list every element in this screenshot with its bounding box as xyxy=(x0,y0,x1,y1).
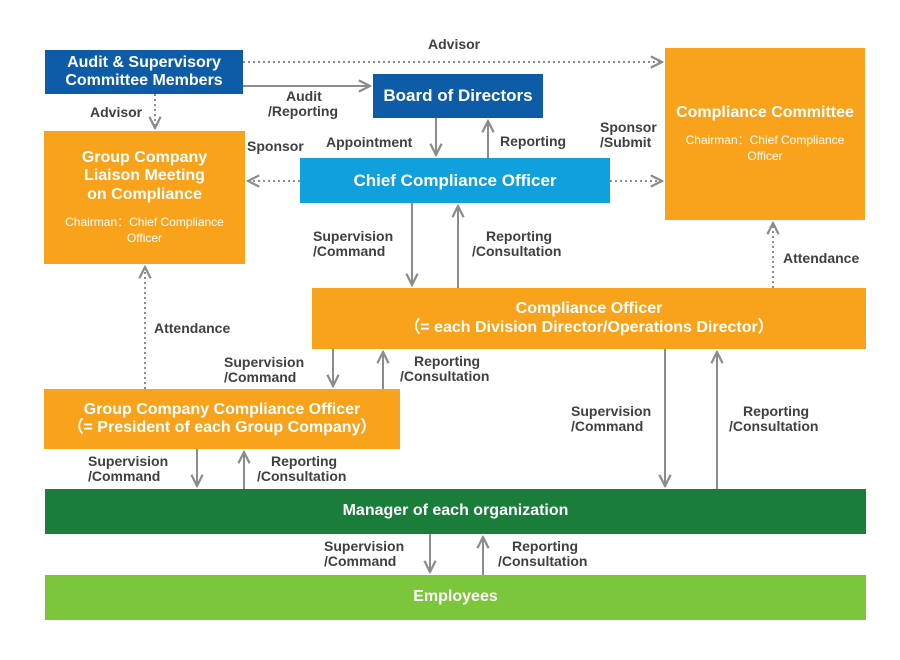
liaison-chairman-note: Chairman：Chief Compliance Officer xyxy=(65,214,224,246)
label-text: /Consultation xyxy=(400,368,490,384)
label-text: /Submit xyxy=(600,134,652,150)
label-supervision-mgr-employees: Supervision /Command xyxy=(324,539,404,569)
group-company-compliance-officer-box: Group Company Compliance Officer （= Pres… xyxy=(44,389,400,449)
label-text: /Command xyxy=(324,553,397,569)
label-text: Reporting xyxy=(486,228,553,244)
manager-title: Manager of each organization xyxy=(342,502,569,520)
gcco-title-line-1: Group Company Compliance Officer xyxy=(83,400,361,418)
label-appointment: Appointment xyxy=(326,135,412,150)
label-advisor-left: Advisor xyxy=(90,105,142,120)
label-text: /Consultation xyxy=(472,243,562,259)
committee-chairman-note: Chairman：Chief Compliance Officer xyxy=(686,132,845,164)
label-advisor-top: Advisor xyxy=(428,37,480,52)
manager-box: Manager of each organization xyxy=(45,489,866,534)
board-title: Board of Directors xyxy=(383,86,533,106)
label-audit-reporting: Audit /Reporting xyxy=(268,89,338,119)
label-text: /Command xyxy=(571,418,644,434)
label-text: Sponsor xyxy=(600,119,657,135)
label-text: Reporting xyxy=(512,538,579,554)
label-supervision-gcco-mgr: Supervision /Command xyxy=(88,454,168,484)
committee-chairman-line-1: Chairman：Chief Compliance xyxy=(685,133,845,147)
label-text: Supervision xyxy=(571,403,652,419)
label-text: Supervision xyxy=(324,538,405,554)
label-text: /Command xyxy=(224,369,297,385)
employees-box: Employees xyxy=(45,575,866,620)
co-title-line-2: （= each Division Director/Operations Dir… xyxy=(404,318,774,336)
label-reporting-co-cco: Reporting /Consultation xyxy=(472,229,561,259)
label-text: Attendance xyxy=(783,250,860,266)
label-text: Advisor xyxy=(90,104,143,120)
group-liaison-meeting-box: Group Company Liaison Meeting on Complia… xyxy=(44,131,245,264)
label-text: Appointment xyxy=(326,134,413,150)
label-reporting-board: Reporting xyxy=(500,134,566,149)
label-supervision-cco-co: Supervision /Command xyxy=(313,229,393,259)
committee-chairman-line-2: Officer xyxy=(747,149,783,164)
label-text: /Consultation xyxy=(257,468,347,484)
label-text: Supervision xyxy=(88,453,169,469)
liaison-chairman-line-2: Officer xyxy=(126,231,163,246)
label-reporting-mgr-gcco: Reporting /Consultation xyxy=(257,454,346,484)
label-text: Supervision xyxy=(224,354,305,370)
label-sponsor-submit: Sponsor /Submit xyxy=(600,120,657,150)
label-text: Reporting xyxy=(500,133,567,149)
label-text: /Command xyxy=(88,468,161,484)
audit-title-line-2: Committee Members xyxy=(65,72,223,89)
label-reporting-employees-mgr: Reporting /Consultation xyxy=(498,539,587,569)
label-text: Attendance xyxy=(154,320,231,336)
gcco-title-line-2: （= President of each Group Company） xyxy=(67,419,377,436)
label-text: Reporting xyxy=(743,403,810,419)
cco-title: Chief Compliance Officer xyxy=(353,170,557,190)
liaison-title-line-2: Liaison Meeting xyxy=(84,167,205,185)
label-text: Supervision xyxy=(313,228,394,244)
label-attendance-right: Attendance xyxy=(783,251,859,266)
label-text: Audit xyxy=(286,88,322,104)
committee-title: Compliance Committee xyxy=(676,103,854,121)
label-text: /Reporting xyxy=(268,103,338,119)
liaison-title-line-1: Group Company xyxy=(81,148,208,166)
label-text: /Consultation xyxy=(729,418,819,434)
liaison-title-line-3: on Compliance xyxy=(87,185,202,203)
compliance-officer-box: Compliance Officer （= each Division Dire… xyxy=(312,288,866,349)
label-text: Reporting xyxy=(414,353,481,369)
co-title-line-1: Compliance Officer xyxy=(515,300,663,318)
label-text: Sponsor xyxy=(247,138,304,154)
label-sponsor-left: Sponsor xyxy=(247,139,304,154)
label-text: Reporting xyxy=(271,453,338,469)
label-reporting-gcco-co: Reporting /Consultation xyxy=(400,354,489,384)
chief-compliance-officer-box: Chief Compliance Officer xyxy=(300,158,610,203)
employees-title: Employees xyxy=(413,588,498,606)
compliance-committee-box: Compliance Committee Chairman：Chief Comp… xyxy=(665,48,865,220)
label-attendance-left: Attendance xyxy=(154,321,230,336)
audit-title-line-1: Audit & Supervisory xyxy=(67,53,221,71)
label-text: /Command xyxy=(313,243,386,259)
board-of-directors-box: Board of Directors xyxy=(373,74,543,118)
label-text: Advisor xyxy=(428,36,481,52)
audit-supervisory-committee-box: Audit & Supervisory Committee Members xyxy=(45,50,243,94)
liaison-chairman-line-1: Chairman：Chief Compliance xyxy=(65,214,224,229)
label-supervision-co-gcco: Supervision /Command xyxy=(224,355,304,385)
label-supervision-co-mgr: Supervision /Command xyxy=(571,404,651,434)
label-text: /Consultation xyxy=(498,553,588,569)
label-reporting-mgr-co: Reporting /Consultation xyxy=(729,404,818,434)
